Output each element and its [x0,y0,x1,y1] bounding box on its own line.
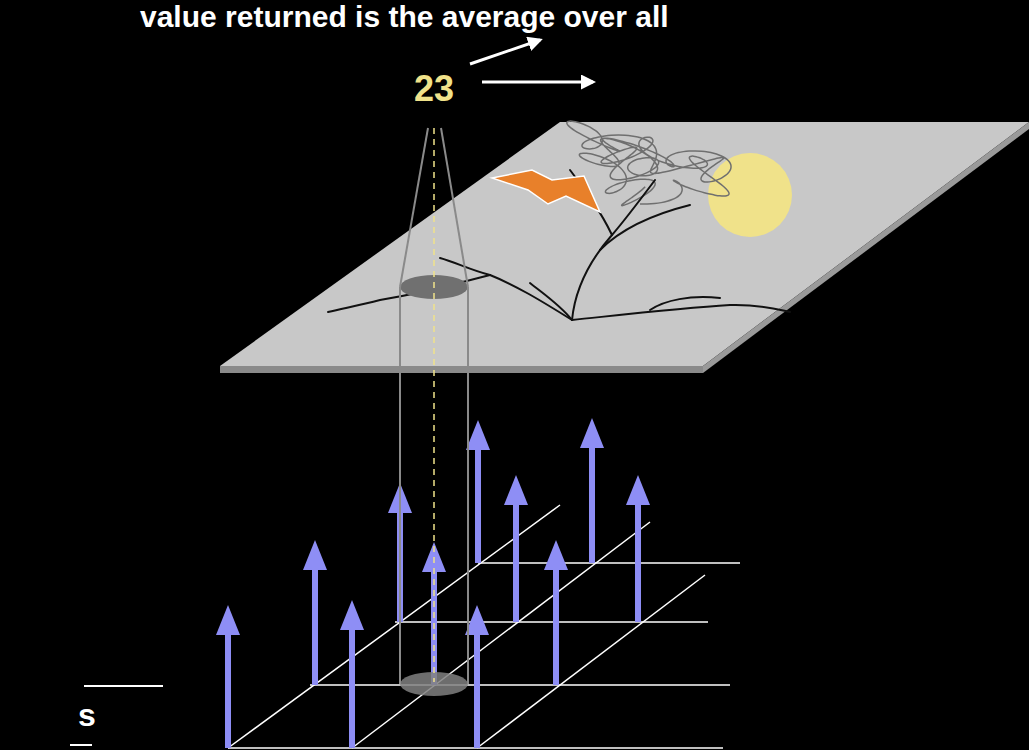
value-number: 23 [414,68,454,110]
vector-shaft [349,628,355,748]
scale-line [84,685,163,687]
vector-arrow [580,418,604,563]
vector-head [466,420,490,450]
vector-head [504,475,528,505]
vector-arrow [504,475,528,622]
sun [708,153,792,237]
vector-head [626,475,650,505]
vector-shaft [513,503,519,622]
vector-head [580,418,604,448]
tree [328,170,790,320]
vector-shaft [589,446,595,563]
vector-shaft [635,503,641,622]
vector-head [544,540,568,570]
vector-shaft [475,448,481,563]
vector-head [303,540,327,570]
footprint [400,672,468,696]
grid [228,505,740,748]
vector-shaft [312,568,318,685]
scale-line [70,744,92,746]
sensor-column [400,128,468,684]
vector-arrow [626,475,650,622]
vector-arrow [216,605,240,748]
output-arrow [470,40,593,82]
vector-shaft [474,633,480,748]
vector-arrow [340,600,364,748]
ground-plane [220,122,1029,366]
lightning-bolt [492,170,600,212]
plane-edge [220,366,703,373]
vector-arrow [303,540,327,685]
vector-field [216,418,650,748]
vector-head [340,600,364,630]
vector-shaft [225,633,231,748]
caption-text: value returned is the average over all [140,0,669,34]
vector-arrow [466,420,490,563]
vector-arrow [544,540,568,685]
scale-label: s [78,697,96,734]
sensor-axis [433,128,435,682]
vector-head [216,605,240,635]
plane-edge [703,122,1029,373]
vector-shaft [553,568,559,685]
